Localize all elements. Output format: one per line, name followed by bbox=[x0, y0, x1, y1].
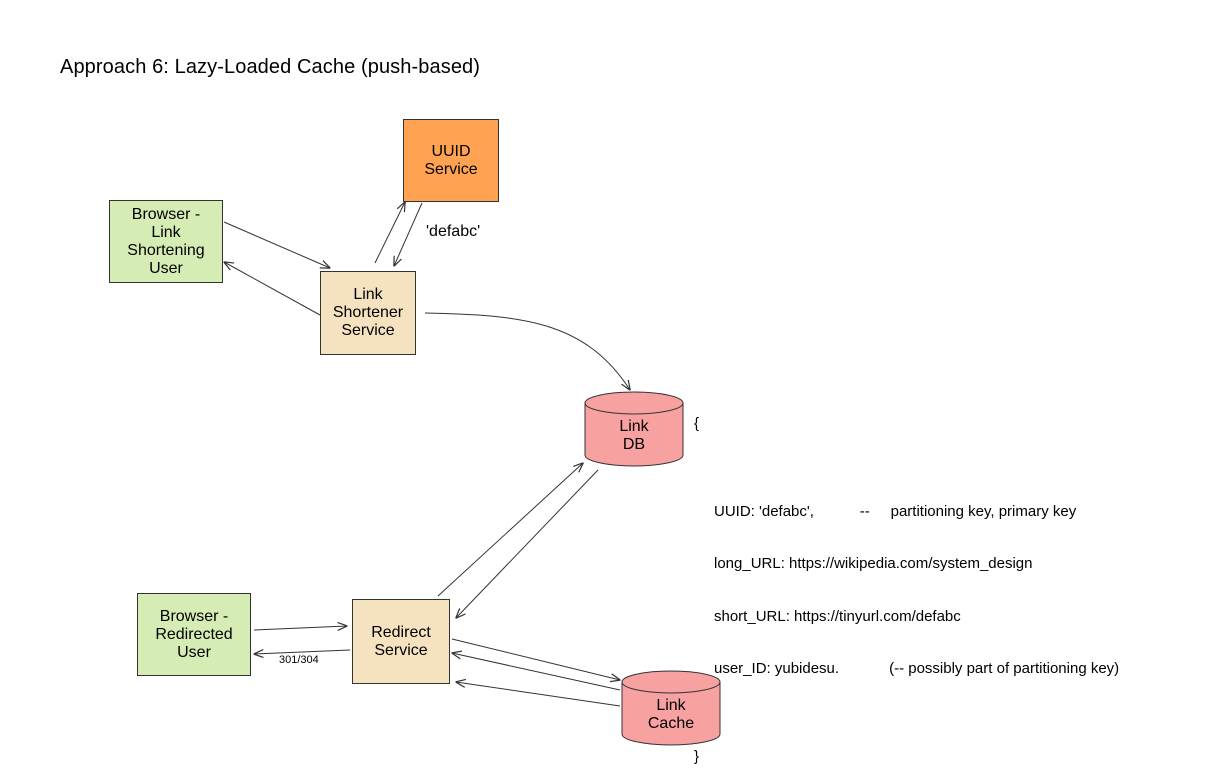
redirect-status-label: 301/304 bbox=[279, 654, 319, 666]
uuid-response-label: 'defabc' bbox=[426, 223, 481, 240]
link-shortener-service-node: Link Shortener Service bbox=[320, 271, 416, 355]
arrow-redirect-to-browser bbox=[254, 650, 351, 654]
diagram-title: Approach 6: Lazy-Loaded Cache (push-base… bbox=[60, 56, 481, 78]
uuid-service-node: UUID Service bbox=[403, 119, 499, 202]
record-line: long_URL: https://wikipedia.com/system_d… bbox=[714, 555, 1033, 572]
arrow-cache-to-redirect-1 bbox=[452, 653, 621, 691]
link-db-body bbox=[584, 391, 684, 467]
record-line: UUID: 'defabc', -- partitioning key, pri… bbox=[714, 502, 1077, 520]
link-cache-body bbox=[621, 670, 721, 746]
browser-shortening-user-label: Browser - Link Shortening User bbox=[127, 205, 205, 277]
link-cache-node: Link Cache bbox=[621, 670, 721, 746]
arrow-db-to-redirect bbox=[456, 469, 599, 618]
arrow-browser-to-shortener bbox=[223, 221, 330, 268]
record-line: user_ID: yubidesu. (-- possibly part of … bbox=[714, 660, 1120, 677]
arrow-shortener-to-uuid bbox=[374, 202, 405, 264]
record-open-brace: { bbox=[694, 415, 700, 432]
link-db-node: Link DB bbox=[584, 391, 684, 467]
arrow-redirect-to-db bbox=[437, 463, 583, 597]
arrow-uuid-to-shortener bbox=[394, 202, 423, 266]
arrow-cache-to-redirect-2 bbox=[456, 682, 621, 707]
redirect-service-node: Redirect Service bbox=[352, 599, 450, 684]
record-line: short_URL: https://tinyurl.com/defabc bbox=[714, 607, 961, 625]
link-db-label: Link DB bbox=[619, 418, 649, 453]
link-cache-label: Link Cache bbox=[647, 697, 695, 732]
arrow-redirect-to-cache bbox=[451, 638, 620, 680]
browser-redirected-user-node: Browser - Redirected User bbox=[137, 593, 251, 676]
record-close-brace: } bbox=[694, 747, 700, 765]
db-record-schema: { UUID: 'defabc', -- partitioning key, p… bbox=[694, 380, 1119, 783]
arrow-shortener-to-browser bbox=[224, 262, 321, 316]
arrow-browser-to-redirect bbox=[253, 626, 347, 630]
link-shortener-service-label: Link Shortener Service bbox=[332, 286, 404, 339]
redirect-service-label: Redirect Service bbox=[371, 623, 431, 659]
arrow-shortener-to-db bbox=[424, 312, 630, 390]
browser-redirected-user-label: Browser - Redirected User bbox=[155, 607, 233, 661]
browser-shortening-user-node: Browser - Link Shortening User bbox=[109, 200, 223, 283]
uuid-service-label: UUID Service bbox=[424, 142, 478, 178]
